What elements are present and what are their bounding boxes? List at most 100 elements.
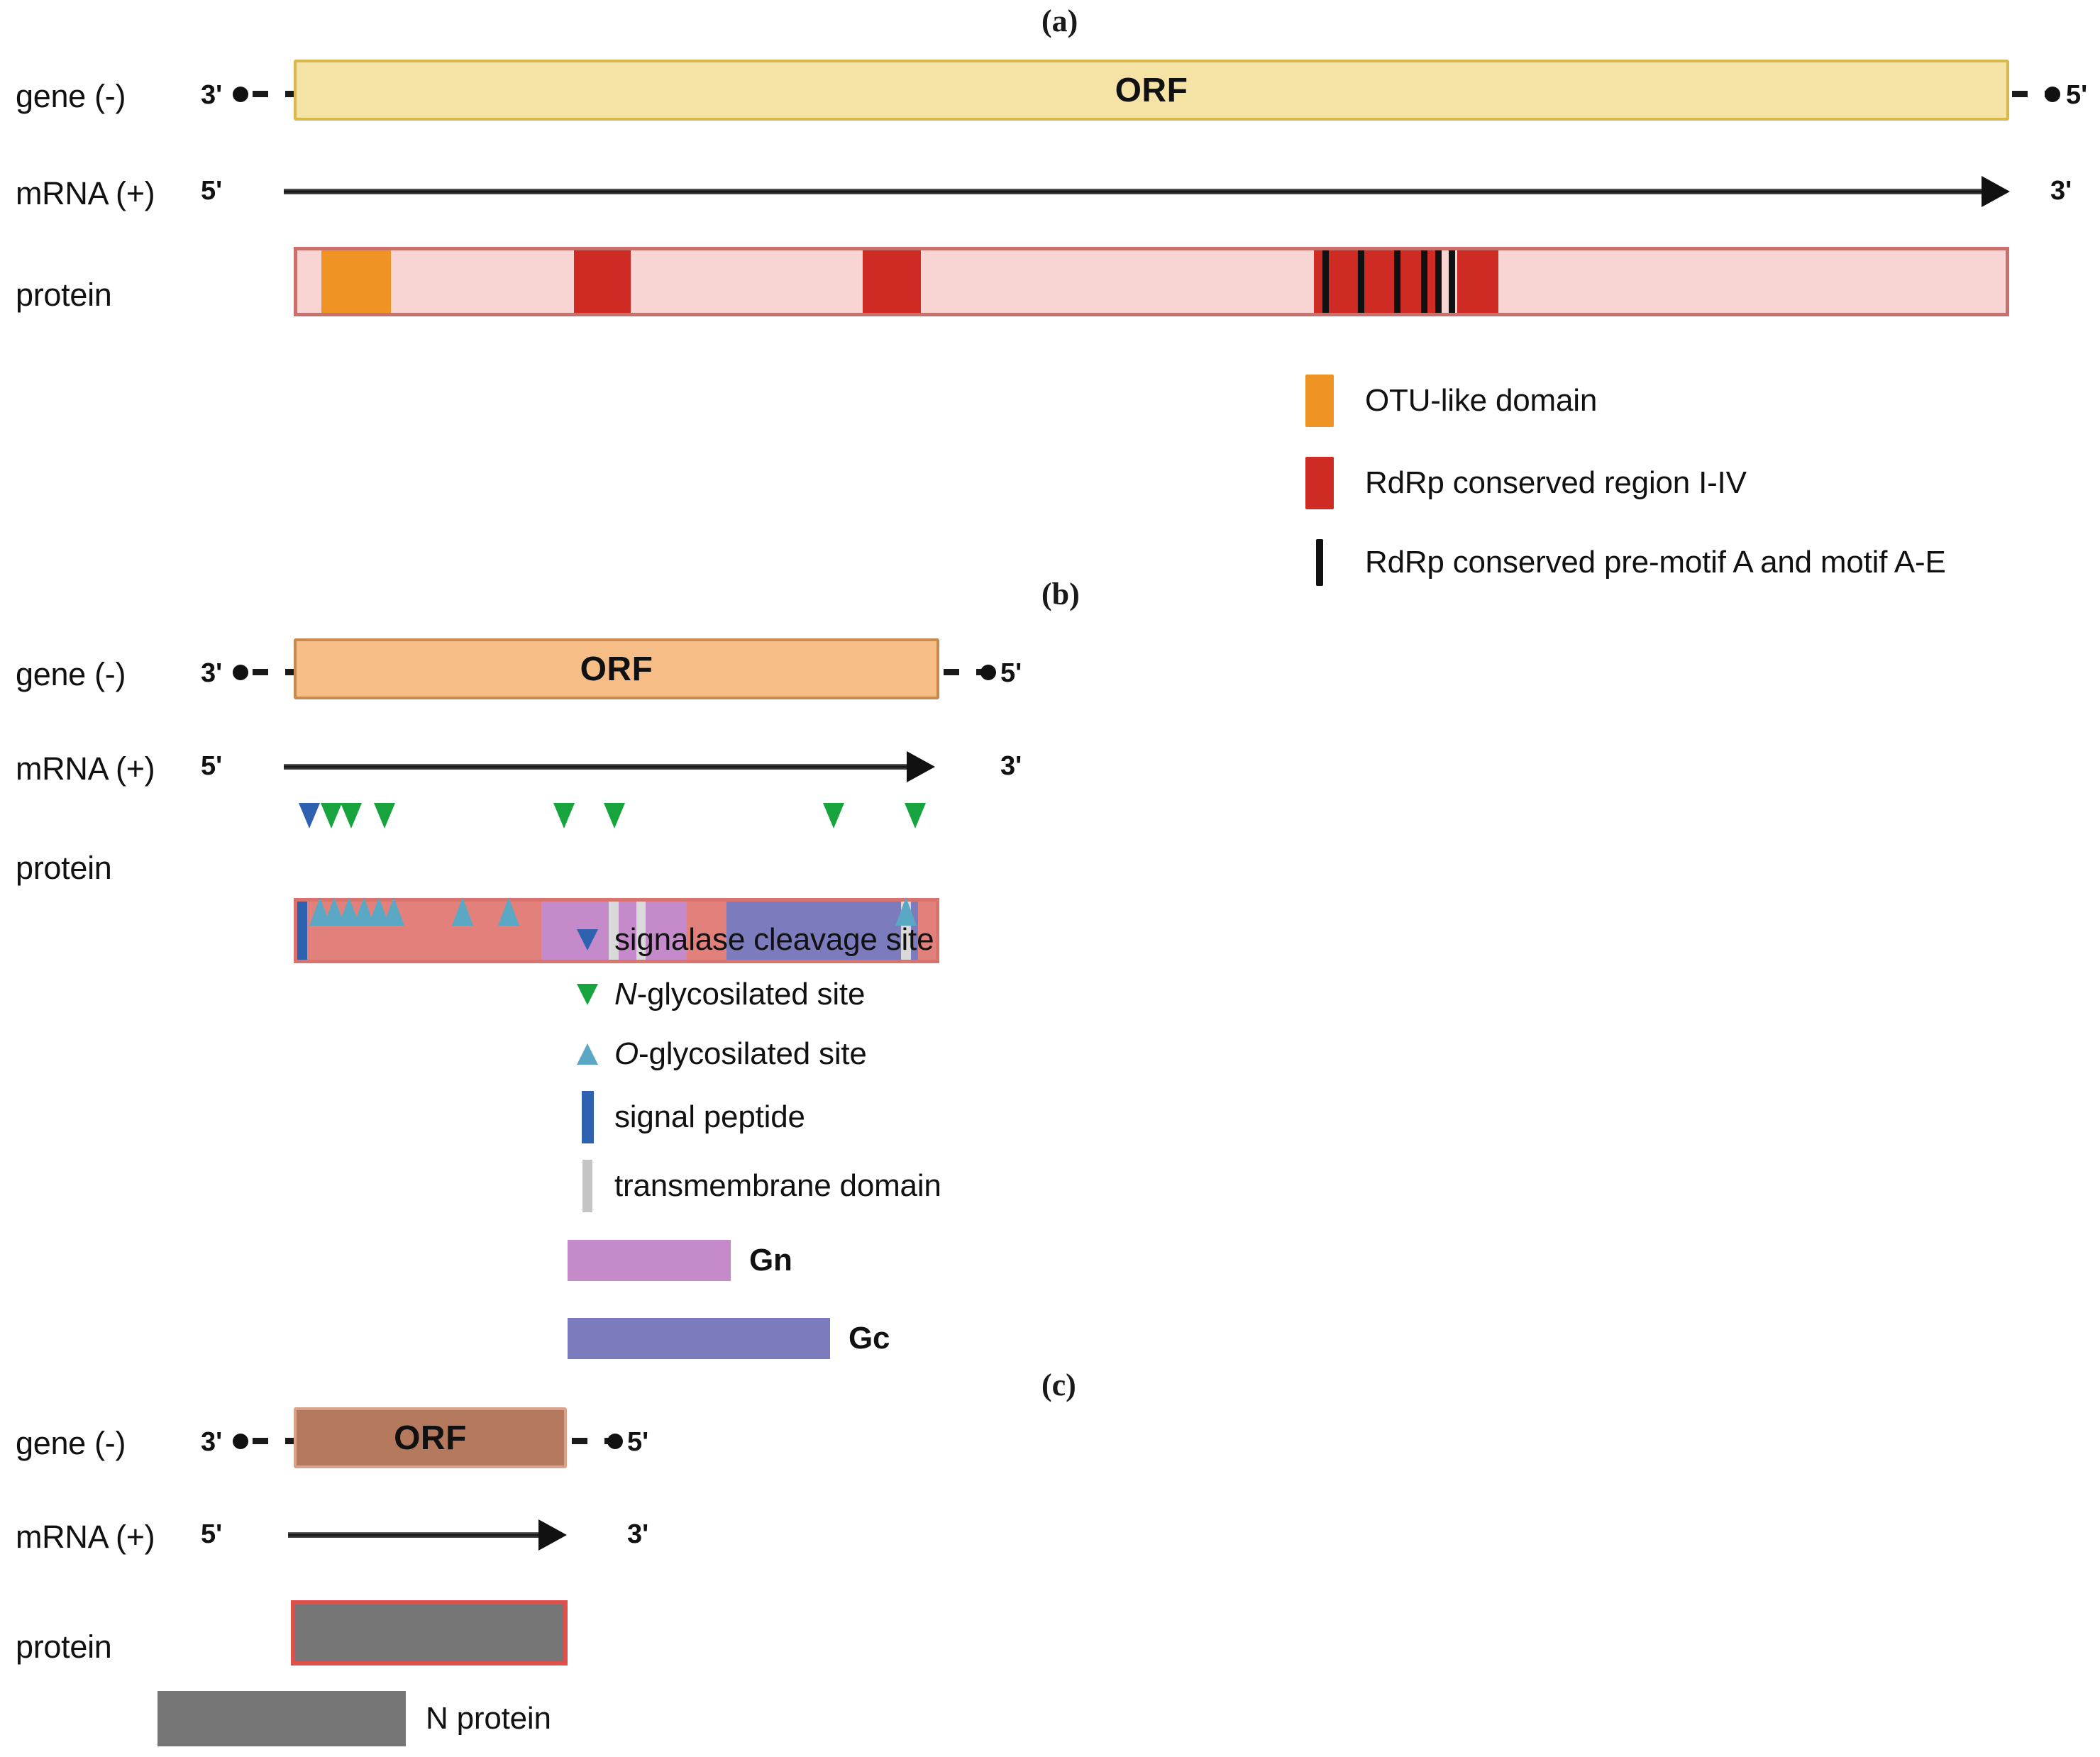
mrna-a-left-end-label: 5' [201, 176, 223, 206]
gene-b-right-dashes [944, 669, 988, 675]
gene-b-left-dashes [253, 669, 297, 675]
mrna-a-right-end-label: 3' [2050, 176, 2072, 206]
gene-c-left-end-label: 3' [201, 1427, 223, 1457]
legend-b-item-gc: Gc [568, 1299, 941, 1378]
legend-b-label-signalpeptide: signal peptide [614, 1099, 805, 1134]
mrna-c-left-end-label: 5' [201, 1519, 223, 1549]
gn-swatch [568, 1240, 731, 1281]
gene-b-right-end-label: 5' [1000, 658, 1022, 688]
legend-panel-b: signalase cleavage site N-glycosilated s… [568, 915, 941, 1378]
legend-b-label-gn: Gn [749, 1243, 792, 1277]
gene-a-left-end-dot [233, 87, 248, 102]
row-label-protein-c: protein [16, 1629, 112, 1665]
row-label-gene-c: gene (-) [16, 1425, 126, 1461]
legend-a-item-1: RdRp conserved region I-IV [1305, 457, 1946, 509]
protein-a-segment [321, 250, 392, 313]
gene-a-orf-bar: ORF [294, 60, 2009, 121]
o-glycosilation-markers [294, 897, 946, 926]
protein-a-bar [294, 247, 2009, 316]
transmembrane-domain-icon [582, 1160, 592, 1212]
gene-a-left-end-label: 3' [201, 80, 223, 110]
row-label-protein-b: protein [16, 850, 112, 886]
gene-b-left-end-label: 3' [201, 658, 223, 688]
row-label-gene-b: gene (-) [16, 656, 126, 692]
protein-a-segment [1457, 250, 1498, 313]
legend-b-item-tmdomain: transmembrane domain [568, 1151, 941, 1221]
protein-b-segment [636, 902, 646, 960]
gene-c-right-end-label: 5' [627, 1427, 649, 1457]
gene-a-right-end-label: 5' [2066, 80, 2088, 110]
signal-peptide-icon [581, 1091, 594, 1143]
oglyc-italic-prefix: O [614, 1036, 639, 1071]
gene-a-right-dashes [2012, 91, 2056, 97]
mrna-b-left-end-label: 5' [201, 751, 223, 781]
legend-panel-a: OTU-like domain RdRp conserved region I-… [1305, 375, 1946, 586]
legend-c-label-nprotein: N protein [426, 1701, 551, 1736]
n-glycosilated-marker [823, 803, 845, 828]
protein-b-segment [618, 902, 636, 960]
row-label-mrna-b: mRNA (+) [16, 750, 155, 787]
legend-b-label-tmdomain: transmembrane domain [614, 1168, 941, 1203]
gene-c-orf-bar: ORF [294, 1407, 567, 1468]
o-glycosilated-marker [451, 897, 473, 926]
protein-b-segment [726, 902, 902, 960]
mrna-c-right-end-label: 3' [627, 1519, 649, 1549]
row-label-mrna-a: mRNA (+) [16, 175, 155, 211]
legend-a-item-2: RdRp conserved pre-motif A and motif A-E [1305, 539, 1946, 586]
n-glycosilated-marker [603, 803, 625, 828]
gene-c-left-dashes [253, 1438, 297, 1444]
n-glycosilated-site-icon [577, 984, 598, 1005]
legend-b-label-oglyc: O-glycosilated site [614, 1036, 867, 1072]
o-glycosilated-marker [497, 897, 519, 926]
mrna-a-arrow-head [1982, 176, 2010, 207]
gene-a-orf-label: ORF [1115, 71, 1188, 109]
nglyc-label-rest: -glycosilated site [636, 977, 866, 1011]
mrna-a-arrow-line [284, 189, 1983, 194]
gc-swatch [568, 1318, 830, 1359]
gene-a-left-dashes [253, 91, 297, 97]
rdrp-region-swatch [1305, 457, 1334, 509]
protein-a-motif-tick [1421, 250, 1428, 313]
signalase-cleavage-icon [577, 929, 598, 950]
gene-c-orf-label: ORF [394, 1419, 467, 1457]
legend-b-item-gn: Gn [568, 1221, 941, 1299]
legend-a-label-1: RdRp conserved region I-IV [1365, 465, 1747, 500]
n-glycosilated-marker [321, 803, 343, 828]
protein-b-segment [646, 902, 687, 960]
n-glycosilated-marker [373, 803, 395, 828]
n-glycosilated-marker [904, 803, 926, 828]
protein-b-segment [687, 902, 726, 960]
legend-a-label-2: RdRp conserved pre-motif A and motif A-E [1365, 545, 1946, 580]
gene-c-right-end-dot [607, 1434, 623, 1449]
o-glycosilated-site-icon [577, 1043, 598, 1065]
mrna-b-arrow-line [284, 764, 908, 770]
legend-b-label-nglyc: N-glycosilated site [614, 977, 865, 1012]
gene-b-orf-bar: ORF [294, 638, 939, 699]
row-label-protein-a: protein [16, 277, 112, 313]
protein-b-segment [609, 902, 619, 960]
otu-domain-swatch [1305, 375, 1334, 427]
protein-a-segment [574, 250, 631, 313]
legend-panel-c: N protein [158, 1691, 551, 1746]
legend-b-item-oglyc: O-glycosilated site [568, 1024, 941, 1084]
rdrp-motif-swatch [1316, 539, 1323, 586]
n-glycosilated-marker [341, 803, 363, 828]
protein-a-motif-tick [1448, 250, 1455, 313]
nglyc-italic-prefix: N [614, 977, 637, 1011]
gene-c-left-end-dot [233, 1434, 248, 1449]
legend-b-label-gc: Gc [849, 1321, 890, 1356]
n-protein-swatch [158, 1691, 406, 1746]
protein-a-motif-tick [1393, 250, 1400, 313]
protein-b-segment [297, 902, 308, 960]
mrna-c-arrow-line [288, 1532, 540, 1538]
protein-a-motif-tick [1435, 250, 1442, 313]
o-glycosilated-marker [382, 897, 404, 926]
legend-b-item-signalase: signalase cleavage site [568, 915, 941, 965]
panel-label-c: (c) [1041, 1368, 1076, 1402]
gene-c-right-dashes [572, 1438, 610, 1444]
mrna-c-arrow-head [538, 1519, 567, 1551]
gene-a-right-end-dot [2045, 87, 2060, 102]
legend-a-label-0: OTU-like domain [1365, 383, 1598, 418]
protein-a-motif-tick [1358, 250, 1365, 313]
